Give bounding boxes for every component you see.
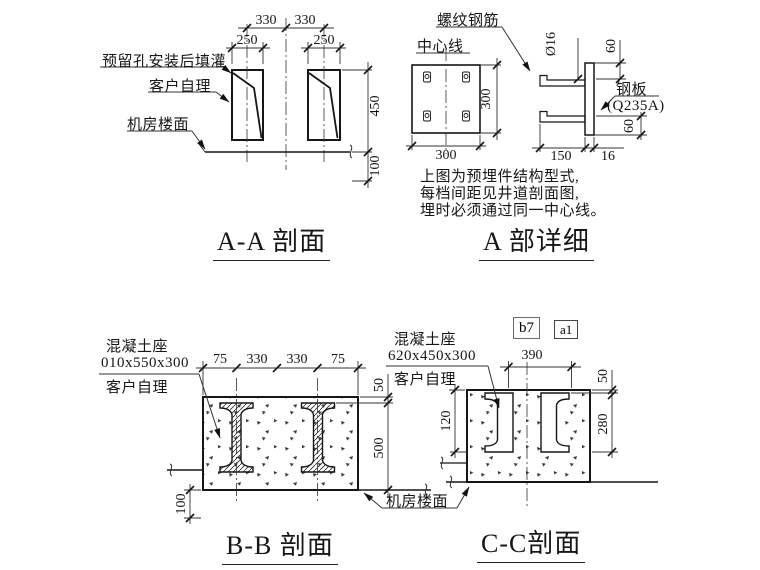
- bb-label-customer: 客户自理: [106, 380, 169, 396]
- cc-label-concrete: 混凝土座: [394, 332, 457, 348]
- bb-section-linework: [99, 361, 470, 524]
- aa-dim-250-right: 250: [313, 33, 335, 48]
- detail-section-linework: [406, 26, 659, 154]
- aa-section-title: A-A 剖面: [213, 221, 331, 261]
- bb-dim-500: 500: [372, 437, 387, 459]
- aa-label-floor: 机房楼面: [127, 117, 190, 133]
- cc-channel-left: [484, 392, 514, 453]
- detail-label-plate: 钢板: [616, 82, 648, 98]
- bb-dim-50: 50: [372, 378, 387, 392]
- cc-dim-50: 50: [596, 369, 611, 383]
- bb-label-floor: 机房楼面: [386, 494, 449, 510]
- aa-section-linework: [100, 18, 373, 188]
- detail-dim-dia16: Ø16: [544, 31, 559, 57]
- bb-section-title: B-B 剖面: [222, 525, 338, 565]
- bb-dim-330-right: 330: [286, 352, 308, 367]
- cc-dim-390: 390: [521, 348, 543, 363]
- bb-ibeam-right: [300, 402, 336, 473]
- cc-concrete-block: [466, 389, 591, 483]
- detail-note-line2: 每档间距见井道剖面图,: [420, 186, 580, 202]
- cc-dim-280: 280: [596, 413, 611, 435]
- detail-section-title: A 部详细: [479, 221, 594, 261]
- cc-badge-a1[interactable]: a1: [554, 320, 579, 339]
- aa-label-reserved-hole: 预留孔安装后填灌: [102, 54, 227, 70]
- aa-dim-250-left: 250: [236, 33, 258, 48]
- detail-dim-150: 150: [550, 149, 572, 164]
- detail-dim-300-side: 300: [479, 88, 494, 110]
- bb-dim-330-left: 330: [246, 352, 268, 367]
- aa-hole-left: [231, 69, 264, 141]
- detail-dim-60-top: 60: [604, 39, 619, 53]
- detail-dim-16: 16: [601, 149, 615, 164]
- aa-dim-450: 450: [368, 95, 383, 117]
- bb-concrete-block: [202, 396, 359, 491]
- cc-channel-right: [540, 392, 570, 453]
- detail-label-plate-grade: (Q235A): [607, 98, 665, 114]
- bb-dim-75-right: 75: [331, 352, 345, 367]
- detail-rebar-bottom: [539, 110, 586, 123]
- detail-dim-300-bottom: 300: [435, 148, 457, 163]
- aa-dim-330-left: 330: [255, 13, 277, 28]
- bb-dim-75-left: 75: [213, 352, 227, 367]
- cc-badge-b7[interactable]: b7: [513, 317, 540, 339]
- aa-center-lines: [246, 18, 325, 170]
- detail-note-line1: 上图为预埋件结构型式,: [420, 169, 580, 185]
- aa-label-customer: 客户自理: [149, 79, 212, 95]
- detail-note-line3: 埋时必须通过同一中心线。: [420, 203, 607, 219]
- detail-dim-60-bottom: 60: [622, 119, 637, 133]
- bb-label-concrete: 混凝土座: [106, 339, 169, 355]
- aa-dim-330-right: 330: [294, 13, 316, 28]
- cc-section-title: C-C剖面: [477, 523, 586, 563]
- bb-label-concrete-size: 010x550x300: [101, 355, 189, 371]
- detail-label-centerline: 中心线: [417, 39, 464, 55]
- cc-section-linework: [386, 361, 658, 508]
- detail-anchor-bolts: [423, 71, 470, 122]
- aa-dim-100: 100: [368, 155, 383, 177]
- detail-label-rebar: 螺纹钢筋: [437, 13, 500, 29]
- cc-label-concrete-size: 620x450x300: [388, 348, 476, 364]
- detail-plate-side: [584, 62, 595, 136]
- cc-label-customer: 客户自理: [394, 372, 457, 388]
- bb-dim-100: 100: [174, 493, 189, 515]
- cc-dim-120: 120: [439, 410, 454, 432]
